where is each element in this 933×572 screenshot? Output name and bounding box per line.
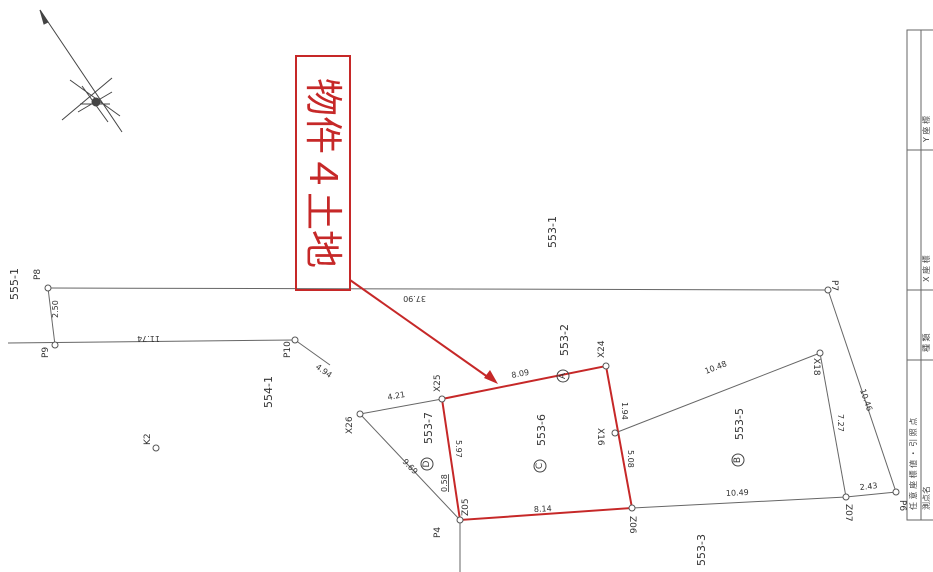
dim-11-74: 11.74 [137,334,160,343]
circle-letter-d: D [422,460,432,467]
parcel-555-1: 555-1 [8,268,21,300]
point-label-p10: P10 [283,341,293,358]
circled-letters [420,369,745,473]
dim-0-58: 0.58 [440,474,449,492]
property-label-box [295,55,351,291]
point-label-p9: P9 [41,347,51,358]
point-label-p4: P4 [433,527,443,538]
parcel-553-5: 553-5 [733,408,746,440]
dim-2-43: 2.43 [859,481,878,492]
dim-2-50: 2.50 [51,300,60,318]
table-header: 任 意 座 標 値 ・ 引 照 点 [908,418,918,510]
dim-4-94: 4.94 [314,362,334,380]
point-label-p8: P8 [33,269,43,280]
parcel-553-7: 553-7 [422,412,435,444]
dim-10-46: 10.46 [858,388,874,413]
parcel-553-2: 553-2 [558,324,571,356]
dim-10-48: 10.48 [703,359,728,376]
parcel-554-1: 554-1 [262,376,275,408]
parcel-553-1: 553-1 [546,216,559,248]
circle-letter-a: A [558,372,568,379]
dim-10-49: 10.49 [726,488,749,498]
dim-8-14: 8.14 [534,504,552,514]
pointer-arrowhead-icon [484,370,498,384]
dim-7-27: 7.27 [836,414,845,432]
table-col-x: X 座 標 [921,255,931,282]
dim-37-90: 37.90 [403,294,426,303]
point-label-k2: K2 [143,433,153,445]
point-label-p7: P7 [829,280,839,291]
table-col-kind: 種 類 [921,333,931,352]
parcel-553-3: 553-3 [695,534,708,566]
dim-4-21: 4.21 [387,390,406,402]
pointer-arrow [349,279,493,381]
point-label-x24: X24 [597,340,607,358]
dim-5-08: 5.08 [626,450,635,468]
point-label-z07: Z07 [843,504,853,522]
dim-1-94: 1.94 [620,402,629,420]
point-label-x18: X18 [811,358,821,376]
table-col-point: 測点名 [921,486,931,510]
boundary-lines [7,287,897,572]
dim-5-97: 5.97 [454,440,463,458]
point-label-p6: P6 [897,500,907,511]
coordinate-table [906,29,933,521]
point-label-x16: X16 [595,428,605,446]
circle-letter-b: B [733,457,743,463]
point-label-z05: Z05 [461,498,471,516]
survey-points [44,284,900,524]
table-col-y: Y 座 標 [921,116,931,143]
parcel-553-6: 553-6 [535,414,548,446]
property-label: 物件４土地 [301,78,345,268]
dim-8-09: 8.09 [511,368,530,380]
point-label-z06: Z06 [627,516,637,534]
point-label-x25: X25 [433,374,443,392]
point-label-x26: X26 [345,416,355,434]
circle-letter-c: C [535,463,545,469]
compass-icon [39,9,123,133]
